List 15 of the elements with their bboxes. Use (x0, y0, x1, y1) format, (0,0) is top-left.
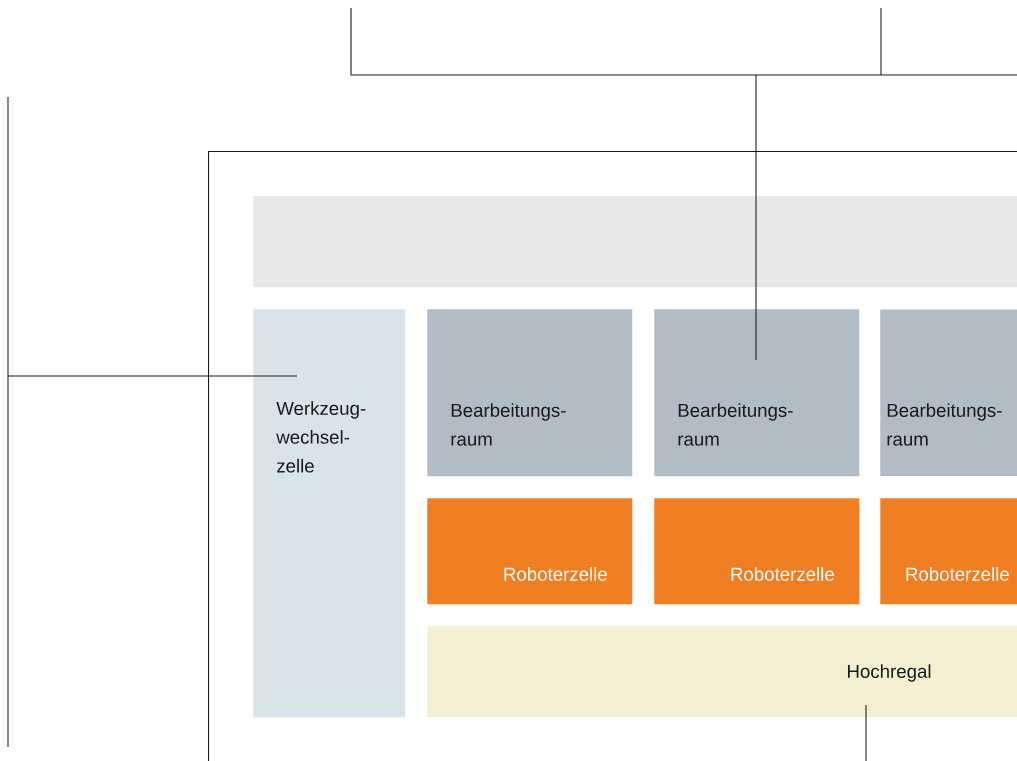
robot-cell-block: Roboterzelle (880, 498, 1017, 605)
leader-line (7, 375, 298, 377)
robot-cell-block: Roboterzelle (427, 498, 633, 605)
leader-line (755, 74, 757, 361)
leader-line (865, 704, 867, 761)
band (253, 196, 1017, 288)
room-block: Bearbeitungs- raum (880, 309, 1017, 477)
cell-block: Werkzeug- wechsel- zelle (253, 309, 406, 718)
shelf-block: Hochregal (427, 626, 1017, 718)
room-block: Bearbeitungs- raum (654, 309, 860, 477)
frame-outline (208, 151, 1017, 761)
bracket (350, 7, 1017, 76)
room-block: Bearbeitungs- raum (427, 309, 633, 477)
robot-cell-block: Roboterzelle (654, 498, 860, 605)
bracket-line (7, 96, 9, 748)
